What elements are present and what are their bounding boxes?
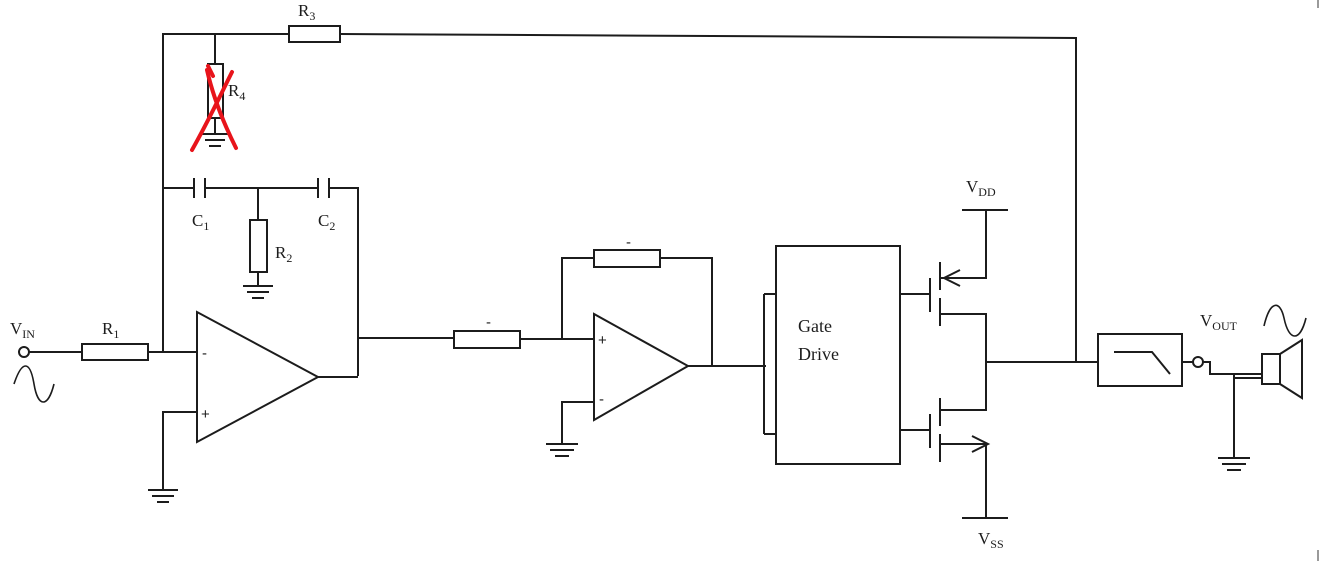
opamp2-inverting-sign: - bbox=[599, 391, 604, 408]
mosfet-high-side: VDD bbox=[900, 177, 1008, 362]
op-amp-2-feedback: - bbox=[561, 234, 713, 366]
output-sine-wave-icon bbox=[1263, 304, 1307, 337]
r3-label: R3 bbox=[298, 1, 315, 23]
input-sine-wave-icon bbox=[13, 365, 55, 403]
resistor-r3: R3 bbox=[288, 1, 341, 43]
opamp1-inverting-sign: - bbox=[202, 345, 207, 362]
r4-label: R4 bbox=[228, 81, 245, 103]
output-terminal: VOUT bbox=[1192, 304, 1307, 375]
r1-label: R1 bbox=[102, 319, 119, 341]
op-amp-2: + - bbox=[546, 312, 766, 457]
vin-label: VIN bbox=[10, 319, 35, 341]
vout-label: VOUT bbox=[1200, 311, 1238, 333]
c1-label: C1 bbox=[192, 211, 209, 233]
mosfet-low-side: VSS bbox=[900, 362, 1008, 551]
op-amp-1: - + bbox=[148, 310, 358, 503]
middle-resistor-label: - bbox=[486, 314, 491, 331]
resistor-r2: R2 bbox=[243, 188, 292, 299]
opamp2-noninverting-sign: + bbox=[598, 332, 607, 349]
c2-label: C2 bbox=[318, 211, 335, 233]
resistor-r1: R1 bbox=[81, 319, 197, 361]
low-pass-filter bbox=[1097, 333, 1194, 387]
gate-drive-block: Gate Drive bbox=[763, 245, 901, 465]
capacitor-network: C1 C2 bbox=[163, 178, 359, 376]
feedback-resistor-label: - bbox=[626, 234, 631, 251]
vdd-label: VDD bbox=[966, 177, 996, 199]
middle-resistor: - bbox=[358, 314, 594, 349]
red-cross-markup bbox=[190, 64, 238, 152]
gate-drive-label-line2: Drive bbox=[798, 344, 839, 364]
speaker-icon bbox=[1218, 338, 1303, 471]
opamp1-noninverting-sign: + bbox=[201, 406, 210, 423]
feedback-path bbox=[162, 33, 1077, 362]
r2-label: R2 bbox=[275, 243, 292, 265]
vss-label: VSS bbox=[978, 529, 1004, 551]
gate-drive-label-line1: Gate bbox=[798, 316, 832, 336]
input-terminal: VIN bbox=[10, 319, 82, 403]
